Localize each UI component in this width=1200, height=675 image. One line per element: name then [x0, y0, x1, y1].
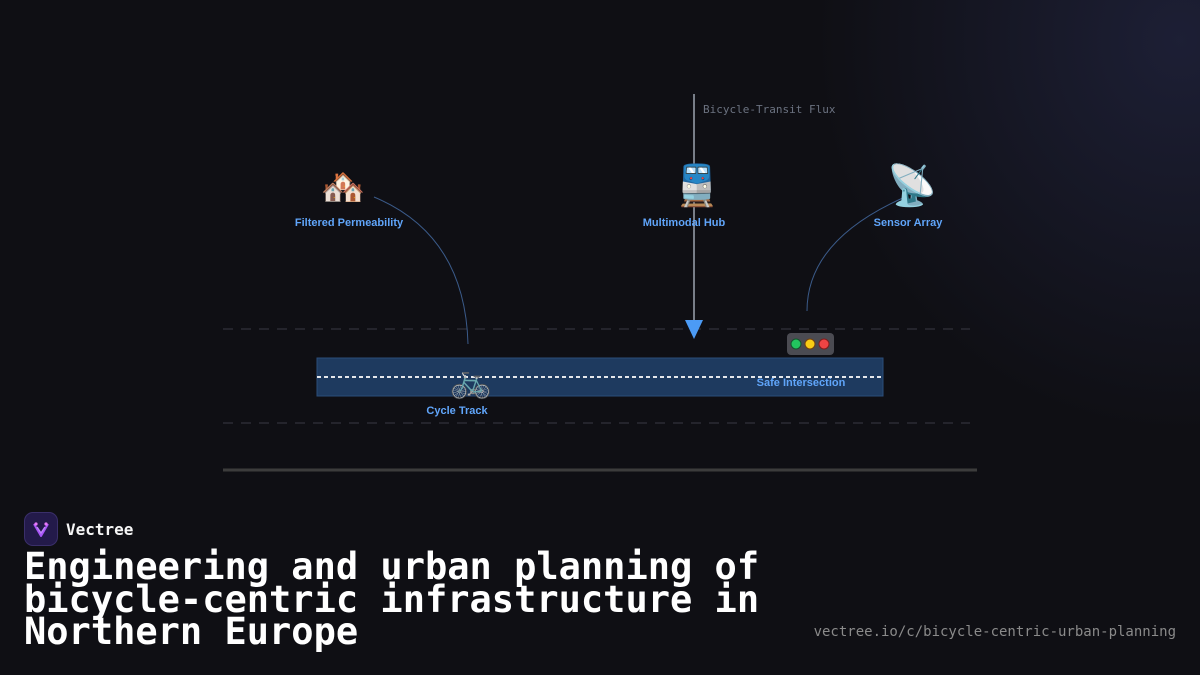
node-label-sensor-array: Sensor Array [874, 217, 944, 229]
node-label-filtered-permeability: Filtered Permeability [295, 217, 404, 229]
traffic-light-icon [787, 333, 834, 355]
vectree-logo-icon [24, 512, 58, 546]
page-url[interactable]: vectree.io/c/bicycle-centric-urban-plann… [813, 624, 1176, 640]
node-label-multimodal-hub: Multimodal Hub [643, 217, 726, 229]
brand: Vectree [24, 512, 133, 546]
connector-sensor-array [806, 196, 906, 312]
brand-name: Vectree [66, 519, 134, 539]
train-icon: 🚆 [672, 162, 722, 209]
page-title: Engineering and urban planning of bicycl… [24, 545, 760, 653]
houses-icon: 🏘️ [321, 167, 366, 208]
bicycle-icon: 🚲 [450, 361, 492, 401]
node-label-safe-intersection: Safe Intersection [757, 377, 846, 389]
satellite-antenna-icon: 📡 [887, 160, 937, 209]
connector-filtered-permeability [373, 196, 469, 345]
node-label-cycle-track: Cycle Track [426, 405, 488, 417]
flux-arrow-head [685, 320, 703, 339]
flux-label: Bicycle-Transit Flux [703, 103, 836, 116]
